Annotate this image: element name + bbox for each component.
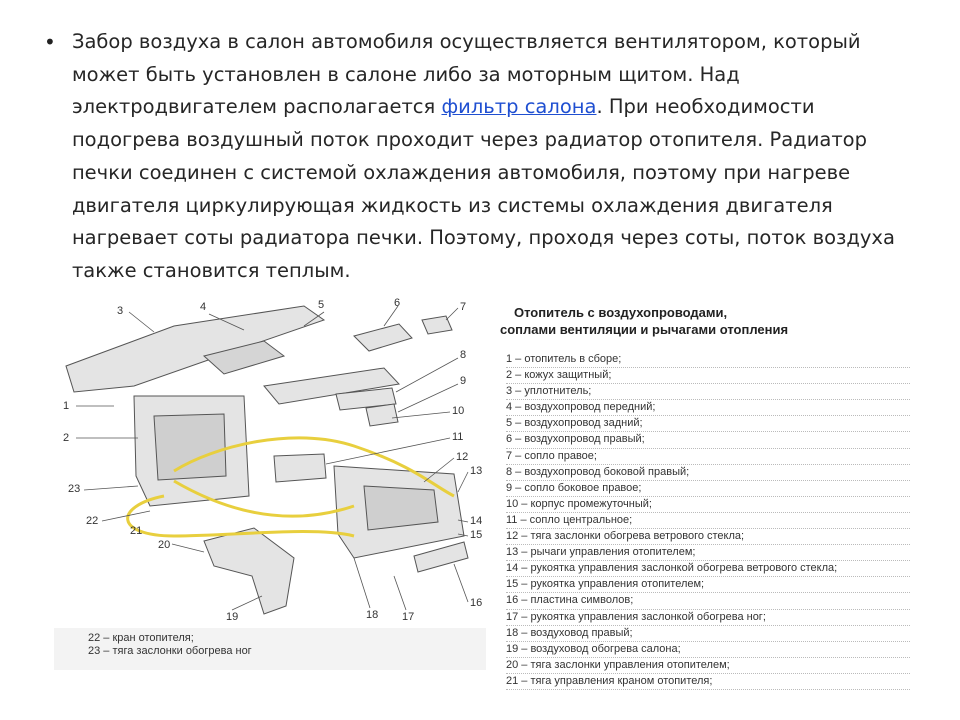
callout-22: 22 — [86, 515, 98, 527]
paragraph-text-after-link: . При необходимости подогрева воздушный … — [71, 95, 895, 282]
legend-item: 2 – кожух защитный; — [506, 368, 910, 385]
legend-item: 16 – пластина символов; — [506, 593, 910, 610]
callout-9: 9 — [460, 375, 466, 387]
figure-title-line-1: Отопитель с воздухопроводами, — [514, 305, 728, 320]
legend-item: 14 – рукоятка управления заслонкой обогр… — [506, 561, 910, 578]
legend-item: 3 – уплотнитель; — [506, 384, 910, 401]
heater-exploded-diagram: 1 2 3 4 5 6 7 8 9 10 11 12 13 14 15 16 1… — [63, 297, 482, 623]
callout-10: 10 — [452, 405, 464, 417]
callout-17: 17 — [402, 611, 414, 623]
legend-item: 19 – воздуховод обогрева салона; — [506, 642, 910, 658]
bullet-marker: • — [44, 30, 56, 54]
callout-1: 1 — [63, 400, 69, 412]
legend-item: 6 – воздухопровод правый; — [506, 432, 910, 449]
callout-13: 13 — [470, 465, 482, 477]
legend-item: 1 – отопитель в сборе; — [506, 352, 910, 369]
legend-item: 18 – воздуховод правый; — [506, 626, 910, 642]
legend-item: 8 – воздухопровод боковой правый; — [506, 465, 910, 481]
callout-11: 11 — [452, 431, 463, 443]
legend-item: 9 – сопло боковое правое; — [506, 481, 910, 497]
body-paragraph: Забор воздуха в салон автомобиля осущест… — [72, 26, 920, 288]
legend-item: 12 – тяга заслонки обогрева ветрового ст… — [506, 529, 910, 546]
figure-legend: 1 – отопитель в сборе; 2 – кожух защитны… — [506, 352, 910, 690]
legend-item: 13 – рычаги управления отопителем; — [506, 545, 910, 562]
legend-item: 21 – тяга управления краном отопителя; — [506, 674, 910, 690]
callout-12: 12 — [456, 451, 468, 463]
legend-item: 10 – корпус промежуточный; — [506, 497, 910, 513]
legend-item: 7 – сопло правое; — [506, 449, 910, 465]
callout-6: 6 — [394, 297, 400, 309]
cabin-filter-link[interactable]: фильтр салона — [441, 95, 597, 119]
legend-item: 5 – воздухопровод задний; — [506, 416, 910, 433]
callout-8: 8 — [460, 349, 466, 361]
callout-18: 18 — [366, 609, 378, 621]
callout-20: 20 — [158, 539, 170, 551]
legend-item: 15 – рукоятка управления отопителем; — [506, 577, 910, 594]
figure-legend-left: 22 – кран отопителя; 23 – тяга заслонки … — [54, 628, 486, 670]
figure-title: Отопитель с воздухопроводами, соплами ве… — [500, 304, 860, 338]
legend-left-item: 23 – тяга заслонки обогрева ног — [88, 645, 252, 657]
callout-2: 2 — [63, 432, 69, 444]
legend-item: 4 – воздухопровод передний; — [506, 400, 910, 417]
legend-item: 20 – тяга заслонки управления отопителем… — [506, 658, 910, 674]
callout-5: 5 — [318, 299, 324, 311]
callout-19: 19 — [226, 611, 238, 623]
paragraph-text-before-link: Забор воздуха в салон автомобиля осущест… — [71, 30, 861, 119]
callout-23: 23 — [68, 483, 80, 495]
callout-4: 4 — [200, 301, 206, 313]
legend-item: 11 – сопло центральное; — [506, 513, 910, 530]
callout-7: 7 — [460, 301, 466, 313]
legend-item: 17 – рукоятка управления заслонкой обогр… — [506, 610, 910, 626]
callout-21: 21 — [130, 525, 142, 537]
callout-15: 15 — [470, 529, 482, 541]
callout-14: 14 — [470, 515, 482, 527]
heater-figure: 1 2 3 4 5 6 7 8 9 10 11 12 13 14 15 16 1… — [54, 296, 910, 690]
bullet-item: • Забор воздуха в салон автомобиля осуще… — [40, 26, 920, 288]
callout-16: 16 — [470, 597, 482, 609]
figure-title-line-2: соплами вентиляции и рычагами отопления — [500, 322, 789, 337]
callout-3: 3 — [117, 305, 123, 317]
legend-left-item: 22 – кран отопителя; — [88, 632, 194, 644]
